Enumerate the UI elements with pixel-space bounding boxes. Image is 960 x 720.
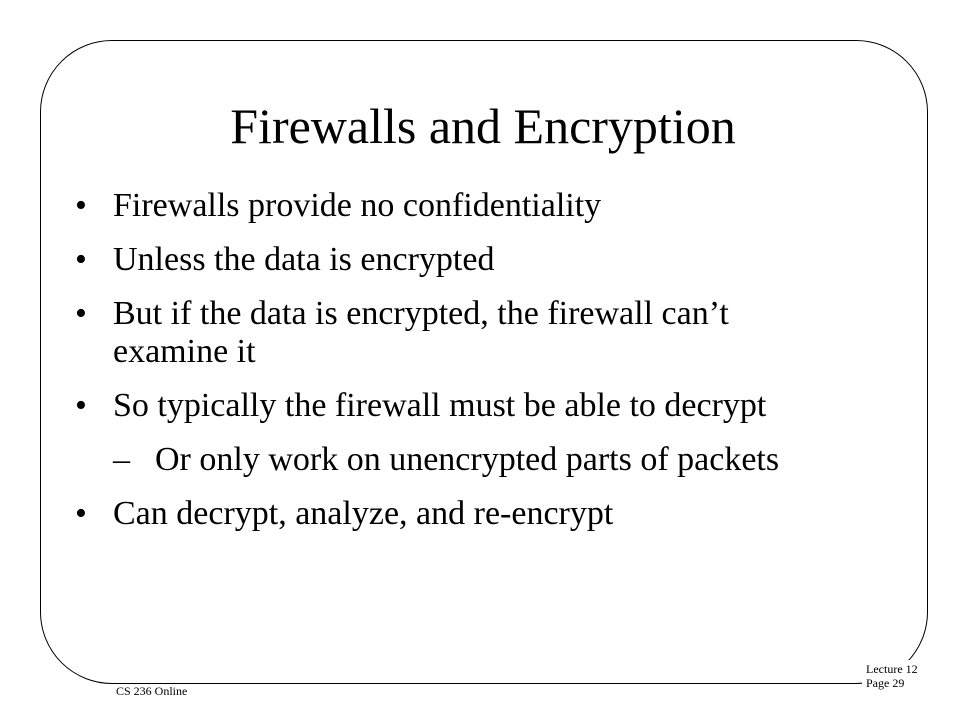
slide-frame — [40, 40, 928, 684]
bullet-marker: • — [75, 241, 87, 278]
bullet-text: Or only work on unencrypted parts of pac… — [155, 441, 780, 478]
bullet-text: Can decrypt, analyze, and re-encrypt — [113, 495, 614, 532]
slide-title: Firewalls and Encryption — [230, 98, 736, 154]
bullet-text: But if the data is encrypted, the firewa… — [113, 295, 729, 370]
footer-lecture: Lecture 12 — [866, 662, 918, 676]
bullet-text: Firewalls provide no confidentiality — [113, 187, 602, 224]
bullet-list: • Firewalls provide no confidentiality •… — [75, 187, 835, 549]
bullet-text: Unless the data is encrypted — [113, 241, 495, 278]
bullet-marker: • — [75, 495, 87, 532]
footer-page-number: Page 29 — [866, 676, 905, 690]
sub-bullet-item: – Or only work on unencrypted parts of p… — [75, 441, 835, 479]
footer-page-info: Lecture 12 Page 29 — [862, 660, 922, 692]
bullet-item: • But if the data is encrypted, the fire… — [75, 295, 835, 371]
bullet-marker: • — [75, 187, 87, 224]
sub-bullet-marker: – — [113, 441, 130, 478]
bullet-item: • So typically the firewall must be able… — [75, 387, 835, 425]
bullet-item: • Can decrypt, analyze, and re-encrypt — [75, 495, 835, 533]
bullet-item: • Firewalls provide no confidentiality — [75, 187, 835, 225]
bullet-marker: • — [75, 387, 87, 424]
footer-course: CS 236 Online — [112, 684, 192, 698]
bullet-text: So typically the firewall must be able t… — [113, 387, 767, 424]
bullet-marker: • — [75, 295, 87, 332]
bullet-item: • Unless the data is encrypted — [75, 241, 835, 279]
